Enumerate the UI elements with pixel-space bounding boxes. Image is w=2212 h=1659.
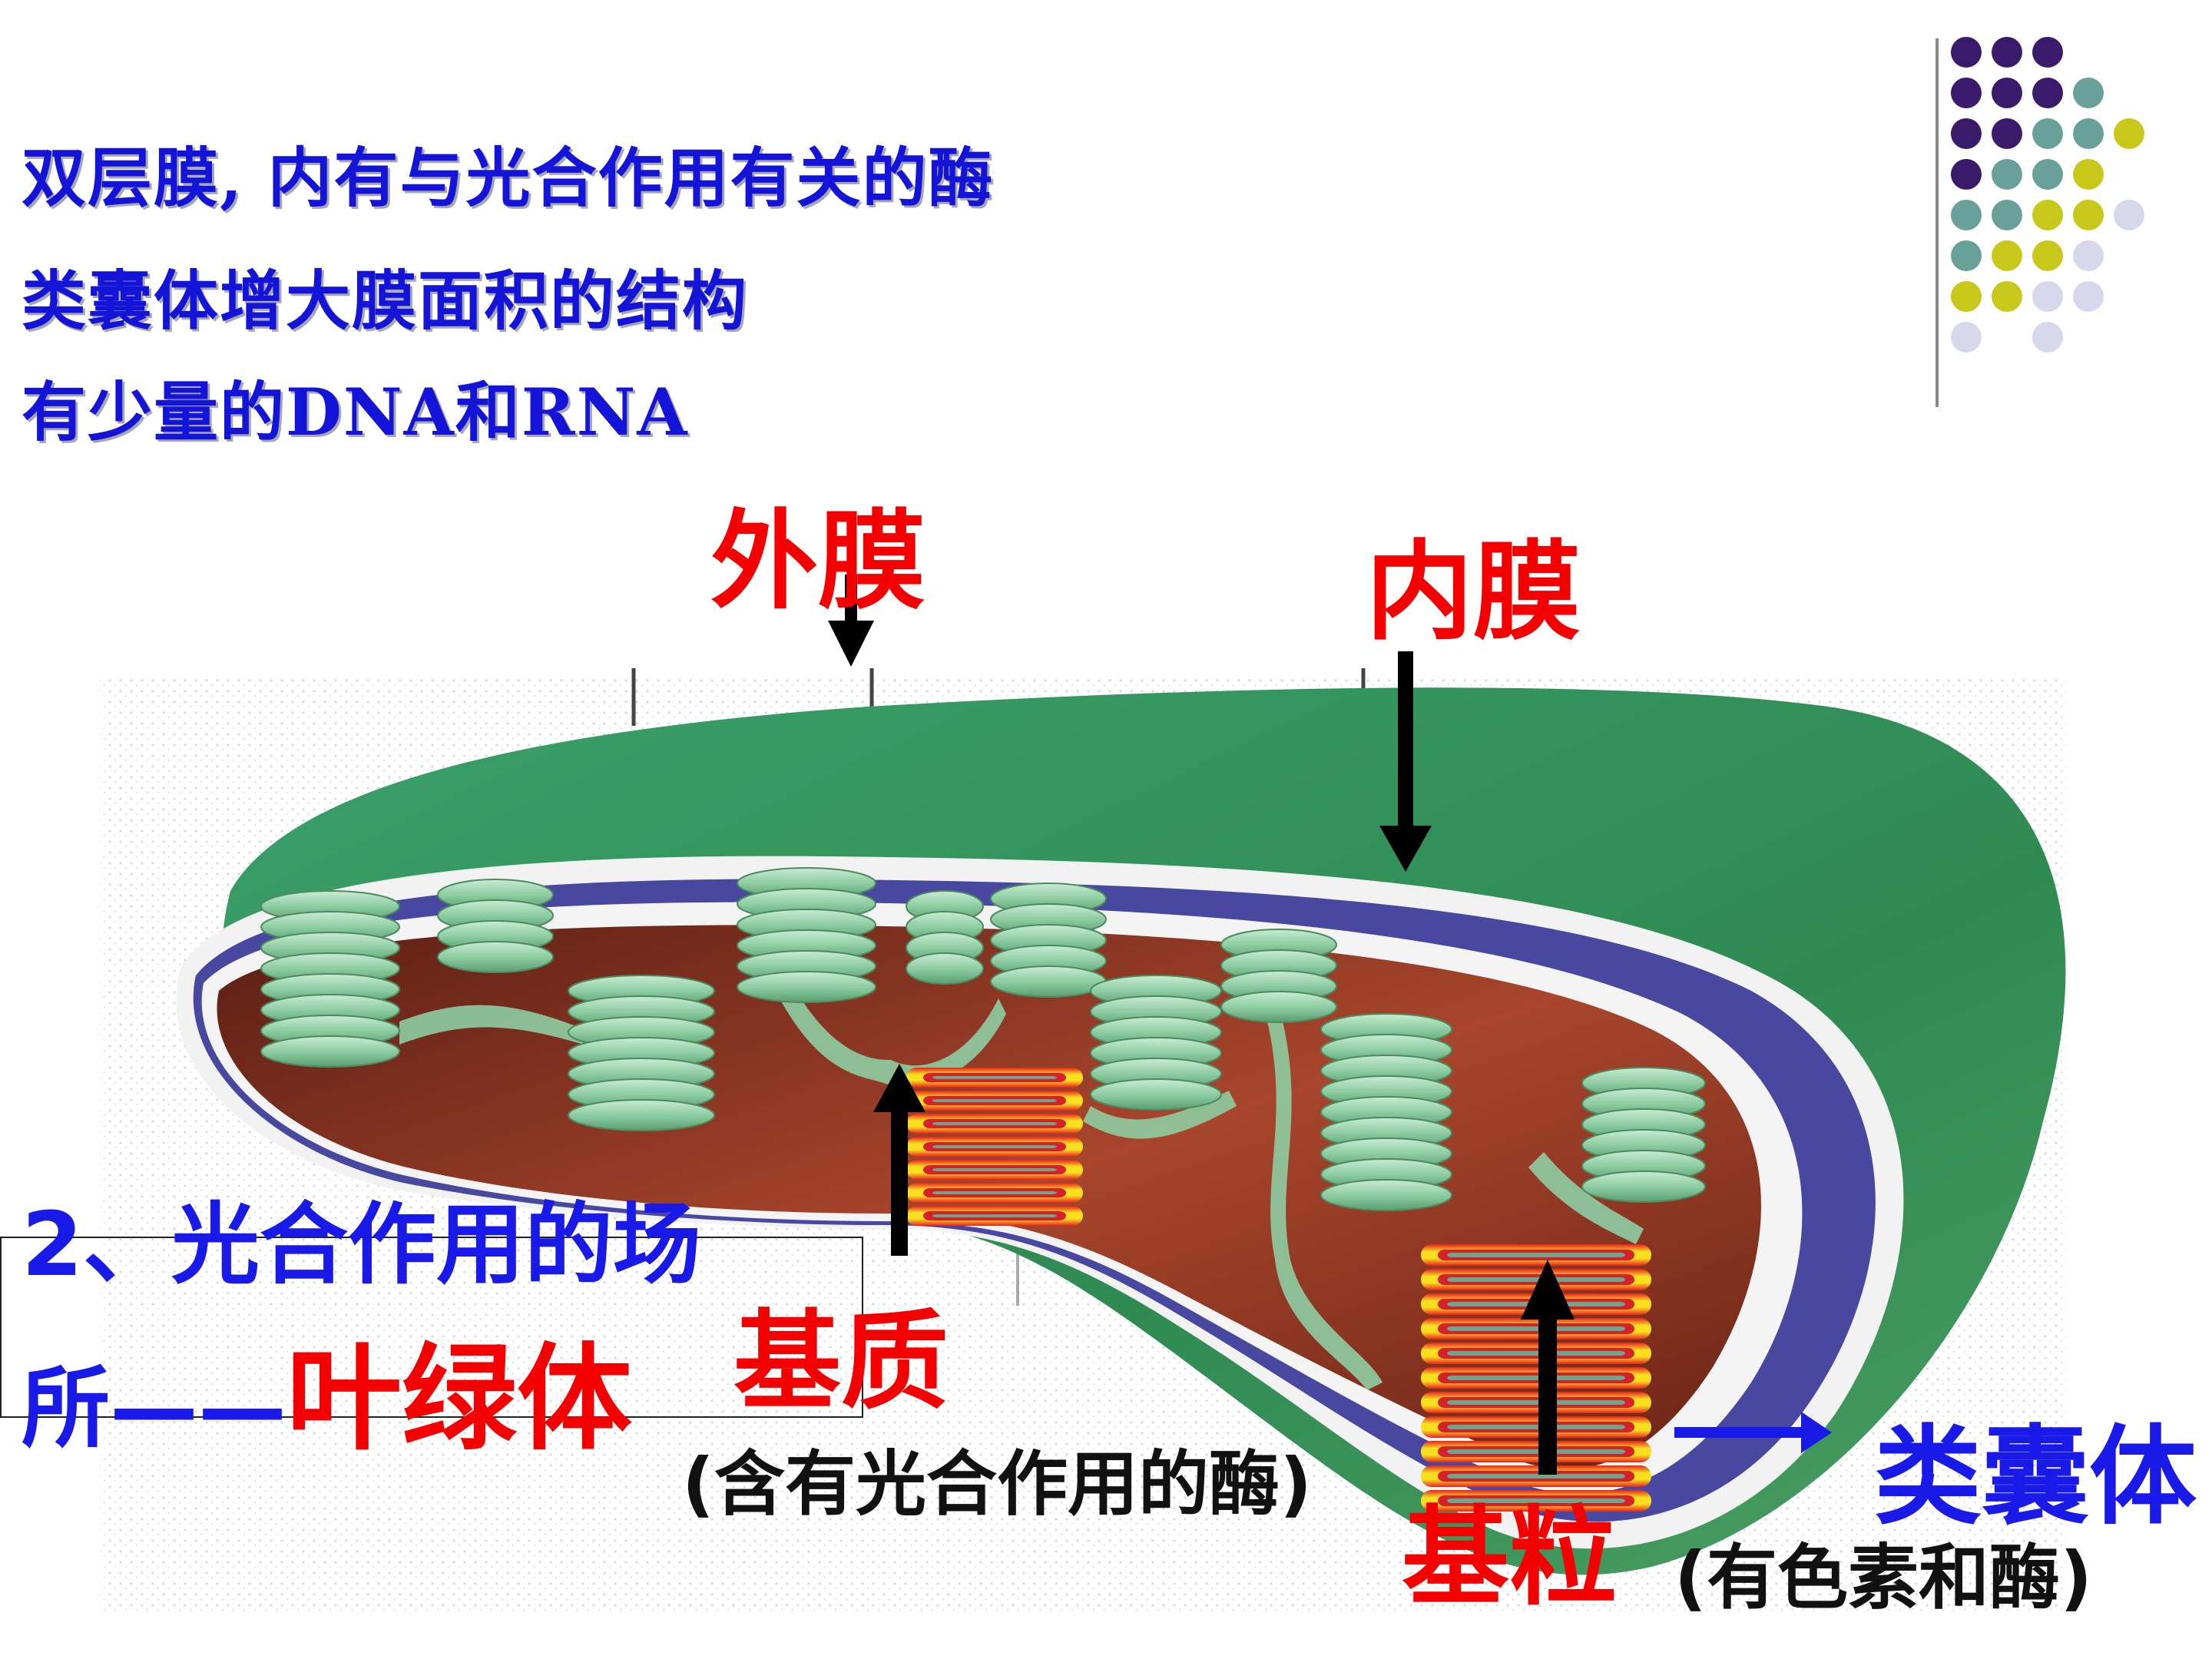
thylakoid-disc xyxy=(906,952,984,985)
thylakoid-disc xyxy=(437,941,554,973)
sectioned-thylakoid-lumen xyxy=(932,1168,1057,1171)
arrow-thylakoid xyxy=(1674,1412,1832,1453)
decor-dot xyxy=(2073,159,2104,190)
decor-dot xyxy=(1951,118,1982,149)
note-dna-rna: 有少量的DNA和RNA xyxy=(22,374,689,450)
decor-dot xyxy=(1992,200,2022,230)
decor-dot xyxy=(1951,322,1982,353)
decor-dot xyxy=(1951,37,1982,68)
decor-dot xyxy=(1992,240,2022,271)
thylakoid-disc xyxy=(1581,1171,1706,1203)
title-highlight-chloroplast: 叶绿体 xyxy=(286,1333,633,1466)
note-thylakoid-area: 类囊体增大膜面积的结构 xyxy=(22,263,749,339)
grana-stacks xyxy=(260,867,1706,1211)
decor-dot xyxy=(2032,78,2063,108)
decor-dot xyxy=(2073,240,2104,271)
sectioned-thylakoid-lumen xyxy=(1447,1351,1625,1356)
label-outer-membrane: 外膜 xyxy=(710,499,926,624)
decor-dot xyxy=(2073,281,2104,312)
thylakoid-disc xyxy=(260,1035,400,1068)
decor-dot xyxy=(1951,159,1982,190)
decor-dot xyxy=(2032,200,2063,230)
decor-dot xyxy=(2032,322,2063,353)
decor-dot xyxy=(1951,240,1982,271)
decor-dot xyxy=(2032,118,2063,149)
sectioned-thylakoid-lumen xyxy=(1447,1425,1625,1429)
thylakoid-disc xyxy=(1320,1179,1452,1211)
title-line-2: 所——叶绿体 xyxy=(22,1306,632,1472)
arrow-inner-membrane xyxy=(1379,651,1432,872)
note-double-membrane: 双层膜, 内有与光合作用有关的酶 xyxy=(22,140,995,216)
title-box xyxy=(0,1237,863,1418)
sectioned-thylakoid-lumen xyxy=(1447,1326,1625,1331)
sectioned-thylakoid-lumen xyxy=(1447,1400,1625,1405)
sectioned-thylakoid-lumen xyxy=(1447,1277,1625,1282)
decor-dot xyxy=(1992,159,2022,190)
decor-dot xyxy=(2032,159,2063,190)
decor-dot xyxy=(2114,200,2144,230)
decor-dot xyxy=(2032,281,2063,312)
title-line-2-prefix: 所—— xyxy=(22,1357,286,1460)
arrow-outer-membrane xyxy=(828,575,874,667)
sectioned-thylakoid-lumen xyxy=(932,1099,1057,1102)
title-line-1: 2、光合作用的场 xyxy=(22,1194,702,1296)
label-inner-membrane: 内膜 xyxy=(1366,530,1581,655)
thylakoid-disc xyxy=(990,965,1107,998)
sectioned-thylakoid-lumen xyxy=(1447,1376,1625,1380)
decor-dot xyxy=(1951,200,1982,230)
thylakoid-disc xyxy=(737,971,876,1003)
label-thylakoid-note: (有色素和酶) xyxy=(1674,1537,2093,1619)
decor-dot xyxy=(2032,37,2063,68)
decor-dot xyxy=(2073,118,2104,149)
decor-dot xyxy=(2114,118,2144,149)
thylakoid-disc xyxy=(1220,991,1337,1023)
sectioned-thylakoid-lumen xyxy=(932,1076,1057,1079)
label-matrix-note: (含有光合作用的酶) xyxy=(682,1443,1313,1525)
stroma-lamellae xyxy=(399,968,1644,1390)
decor-dot xyxy=(2073,78,2104,108)
thylakoid-disc xyxy=(1090,1078,1222,1111)
thylakoid-disc xyxy=(568,1099,715,1131)
decor-dot xyxy=(1992,78,2022,108)
decor-dot xyxy=(1951,281,1982,312)
sectioned-thylakoid-lumen xyxy=(1447,1498,1625,1503)
arrow-matrix xyxy=(873,1064,926,1256)
decor-dot xyxy=(1951,78,1982,108)
decor-dot xyxy=(2032,240,2063,271)
sectioned-thylakoid-lumen xyxy=(932,1122,1057,1125)
decor-dot xyxy=(2073,200,2104,230)
decor-dot xyxy=(1992,118,2022,149)
sectioned-thylakoid-lumen xyxy=(1447,1474,1625,1479)
label-matrix: 基质 xyxy=(733,1300,949,1425)
sectioned-thylakoid-lumen xyxy=(932,1214,1057,1217)
sectioned-thylakoid-lumen xyxy=(1447,1449,1625,1454)
sectioned-grana xyxy=(906,1068,1651,1512)
label-thylakoid: 类囊体 xyxy=(1874,1415,2197,1540)
label-grana: 基粒 xyxy=(1402,1495,1618,1621)
decor-dot xyxy=(1992,37,2022,68)
sectioned-thylakoid-lumen xyxy=(1447,1253,1625,1257)
decor-dot xyxy=(1992,281,2022,312)
arrow-grana xyxy=(1521,1260,1575,1475)
decor-dot-grid xyxy=(1936,37,2144,407)
sectioned-thylakoid-lumen xyxy=(932,1191,1057,1194)
sectioned-thylakoid-lumen xyxy=(932,1145,1057,1148)
